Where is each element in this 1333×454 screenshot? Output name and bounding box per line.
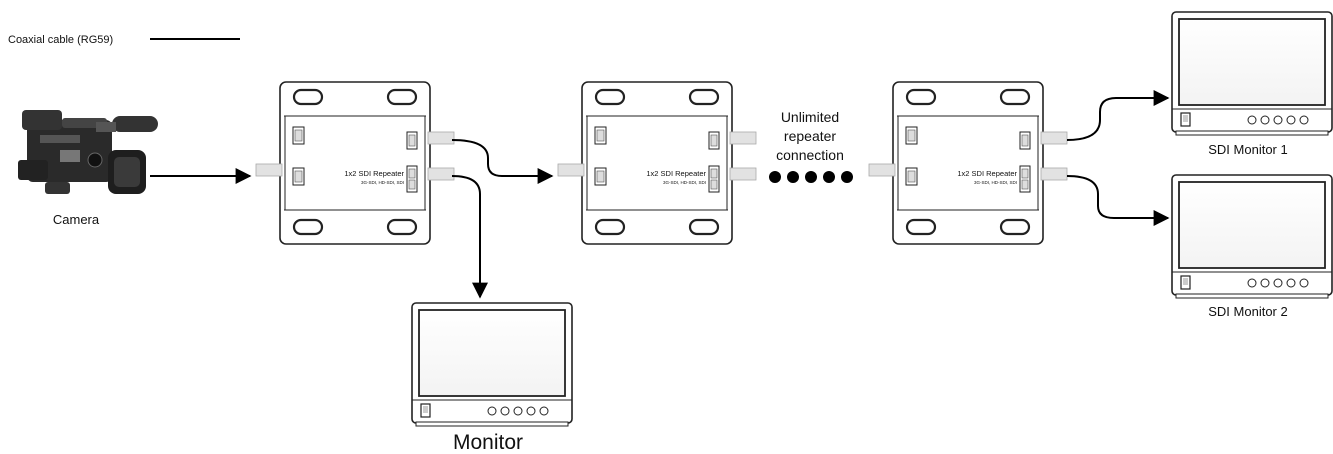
repeater-3-subtitle: 3G-SDI, HD-SDI, SDI	[974, 180, 1017, 185]
camera-label: Camera	[53, 212, 100, 227]
cable-repeater-3-to-sdi-monitor-2	[1066, 175, 1170, 226]
legend: Coaxial cable (RG59)	[8, 34, 240, 46]
legend-label: Coaxial cable (RG59)	[8, 34, 113, 46]
unlimited-line-1: Unlimited	[781, 109, 839, 125]
cable-repeater-1-to-monitor	[451, 175, 488, 299]
monitor-local-label: Monitor	[453, 431, 523, 454]
continuation-dots	[769, 171, 853, 183]
unlimited-line-2: repeater	[784, 128, 836, 144]
repeater-3-title: 1x2 SDI Repeater	[957, 169, 1017, 178]
repeater-1-title: 1x2 SDI Repeater	[344, 169, 404, 178]
monitor-local	[411, 302, 573, 427]
repeater-3: 1x2 SDI Repeater 3G-SDI, HD-SDI, SDI	[867, 80, 1069, 246]
sdi-monitor-2-label: SDI Monitor 2	[1208, 304, 1287, 319]
repeater-2-title: 1x2 SDI Repeater	[646, 169, 706, 178]
repeater-2-subtitle: 3G-SDI, HD-SDI, SDI	[663, 180, 706, 185]
cable-repeater-3-to-sdi-monitor-1	[1066, 90, 1170, 141]
camera-icon	[18, 110, 158, 194]
unlimited-line-3: connection	[776, 147, 844, 163]
sdi-monitor-1	[1171, 11, 1333, 136]
cable-connections	[150, 90, 1170, 299]
repeater-1-subtitle: 3G-SDI, HD-SDI, SDI	[361, 180, 404, 185]
repeater-2: 1x2 SDI Repeater 3G-SDI, HD-SDI, SDI	[556, 80, 758, 246]
sdi-monitor-2	[1171, 174, 1333, 299]
repeater-1: 1x2 SDI Repeater 3G-SDI, HD-SDI, SDI	[254, 80, 456, 246]
sdi-monitor-1-label: SDI Monitor 1	[1208, 142, 1287, 157]
cable-repeater-1-to-repeater-2	[451, 139, 554, 184]
